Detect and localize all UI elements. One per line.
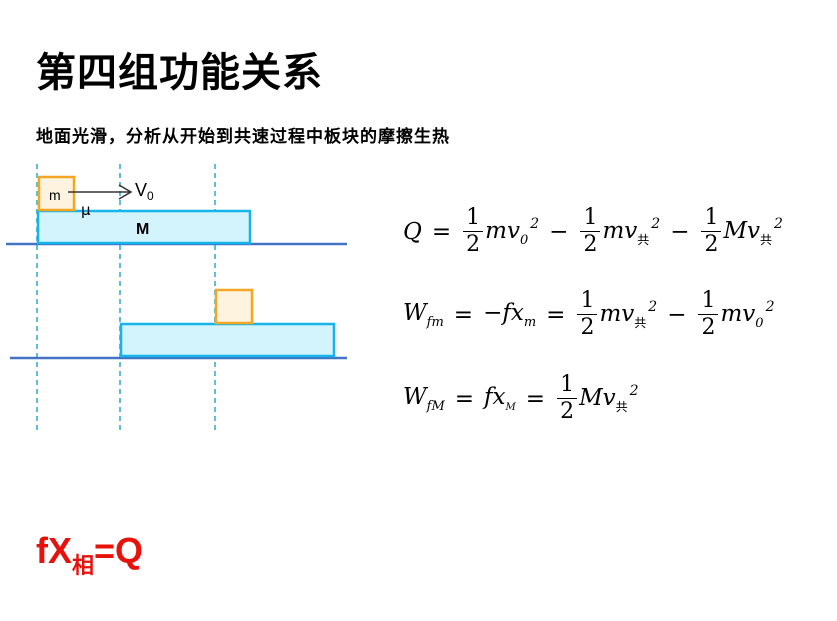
board-block-diagram: m V0 μ M (6, 164, 347, 430)
eq-symbol: Q (403, 218, 422, 245)
eq-term: fxM (484, 384, 516, 413)
eq-operator: − (549, 218, 569, 245)
block-initial (37, 175, 76, 212)
block-label: m (49, 187, 61, 203)
eq-operator: − (667, 301, 687, 328)
eq-term: mv共2 (599, 298, 658, 330)
eq-operator: = (453, 301, 474, 328)
eq-term: mv02 (485, 215, 540, 248)
arrow-head-icon (118, 184, 133, 200)
board-initial (36, 209, 252, 245)
eq-operator: = (454, 385, 475, 412)
eq-operator: − (670, 218, 690, 245)
eq-operator: = (546, 301, 566, 328)
eq-term: Mv共2 (723, 215, 783, 247)
slide-subtitle: 地面光滑，分析从开始到共速过程中板块的摩擦生热 (36, 127, 450, 147)
eq-term: mv02 (720, 298, 775, 331)
eq-operator: = (431, 218, 452, 245)
eq-symbol: Wfm (403, 299, 444, 330)
board-label: M (136, 221, 149, 238)
eq-operator: = (525, 385, 546, 412)
eq-term: mv共2 (602, 215, 661, 247)
friction-label: μ (81, 201, 91, 219)
velocity-label: V0 (135, 180, 154, 203)
eq-term: −fxm (483, 299, 537, 330)
board-final (119, 322, 336, 358)
block-final (214, 288, 254, 325)
eq-symbol: WfM (403, 383, 445, 414)
slide-title: 第四组功能关系 (36, 50, 323, 96)
result-formula: fX相=Q (36, 530, 144, 579)
eq-term: Mv共2 (579, 382, 639, 414)
